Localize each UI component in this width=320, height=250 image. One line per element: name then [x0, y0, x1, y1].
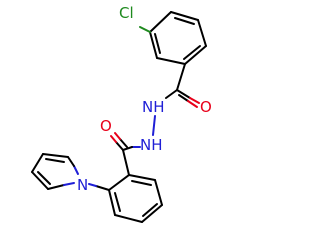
bond	[122, 146, 133, 151]
bond	[122, 149, 130, 176]
bond	[37, 171, 51, 185]
oxygen-label-top: O	[200, 98, 212, 116]
bond	[63, 182, 75, 186]
bond	[108, 174, 130, 191]
bond	[149, 11, 172, 33]
bond	[42, 153, 69, 158]
bond	[178, 94, 189, 102]
benzoyl-ring	[108, 174, 163, 223]
bond	[67, 156, 75, 167]
bond	[149, 31, 158, 59]
bond	[170, 11, 199, 21]
bond	[165, 89, 178, 99]
bond	[47, 184, 65, 190]
bond	[128, 174, 156, 181]
bond	[189, 97, 200, 104]
bond	[176, 63, 186, 91]
bond	[31, 153, 44, 173]
bond	[152, 115, 156, 136]
bond	[119, 138, 128, 148]
bond	[183, 45, 201, 60]
bond	[115, 141, 124, 151]
bond	[174, 17, 195, 25]
bond	[73, 165, 79, 175]
bond	[142, 203, 158, 217]
oxygen-label-bottom: O	[100, 117, 112, 135]
bond	[108, 189, 116, 216]
bond	[139, 26, 151, 33]
nh-label-top: NH	[142, 98, 165, 116]
pyrrole-ring	[31, 153, 79, 190]
bond	[141, 204, 163, 223]
bond	[114, 192, 121, 212]
bond	[154, 179, 163, 206]
bond	[187, 100, 198, 108]
bond	[131, 180, 152, 186]
bond	[95, 185, 110, 191]
bond	[88, 183, 97, 187]
nh-label-bottom: NH	[140, 136, 163, 154]
molecule-drawing: Cl O NH NH O N	[31, 4, 212, 223]
bond	[114, 132, 121, 140]
bond	[154, 33, 161, 54]
bond	[114, 214, 143, 223]
bond	[45, 158, 65, 163]
bond	[197, 19, 207, 47]
bond	[110, 135, 117, 143]
structure-diagram: Cl O NH NH O N	[31, 4, 212, 223]
bond	[176, 89, 191, 99]
bond	[31, 171, 49, 190]
bond	[156, 57, 186, 65]
chlorine-label: Cl	[119, 4, 134, 22]
pyrrole-nitrogen-label: N	[77, 176, 88, 194]
chlorophenyl-ring	[149, 11, 207, 65]
bond	[184, 45, 207, 65]
